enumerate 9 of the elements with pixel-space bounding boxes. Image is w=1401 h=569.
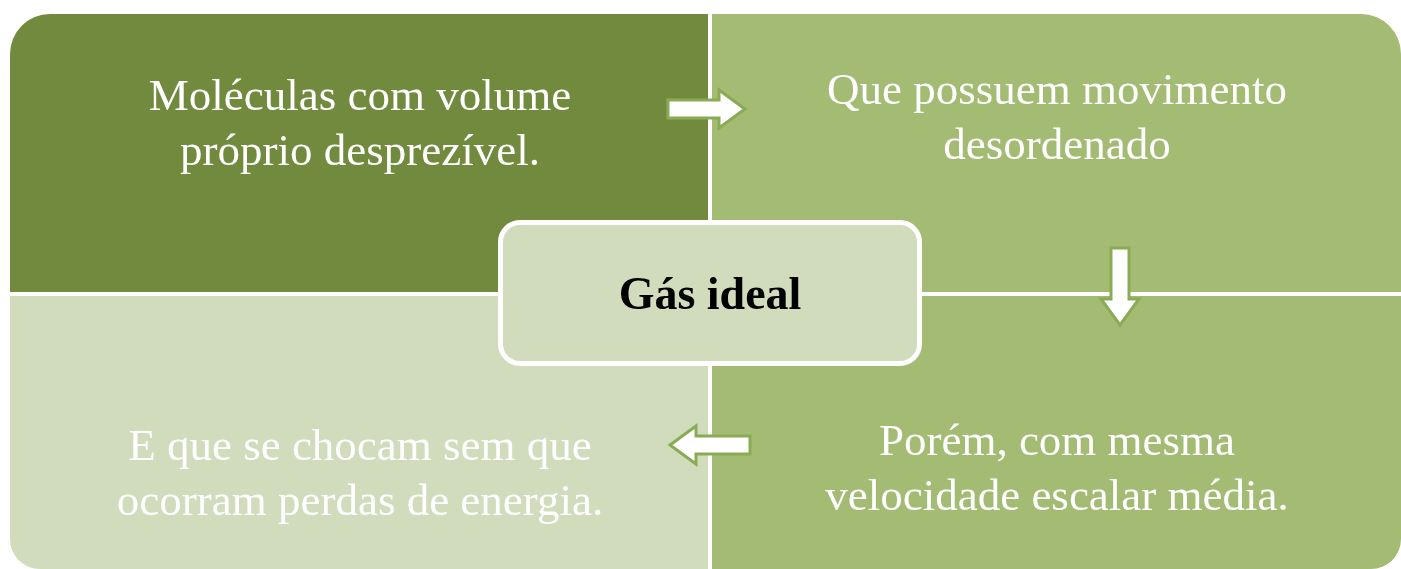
block-arrow — [1098, 246, 1142, 328]
panel-text: Porém, com mesma velocidade escalar média. — [824, 414, 1290, 522]
block-arrow — [666, 87, 748, 131]
center-box — [498, 220, 922, 366]
title-text: Gás ideal — [618, 266, 802, 320]
block-arrow — [667, 423, 752, 467]
panel-text: Moléculas com volume próprio desprezível. — [147, 69, 573, 177]
panel-text: Que possuem movimento desordenado — [826, 63, 1288, 171]
panel-text: E que se chocam sem que ocorram perdas de energia. — [115, 419, 605, 527]
